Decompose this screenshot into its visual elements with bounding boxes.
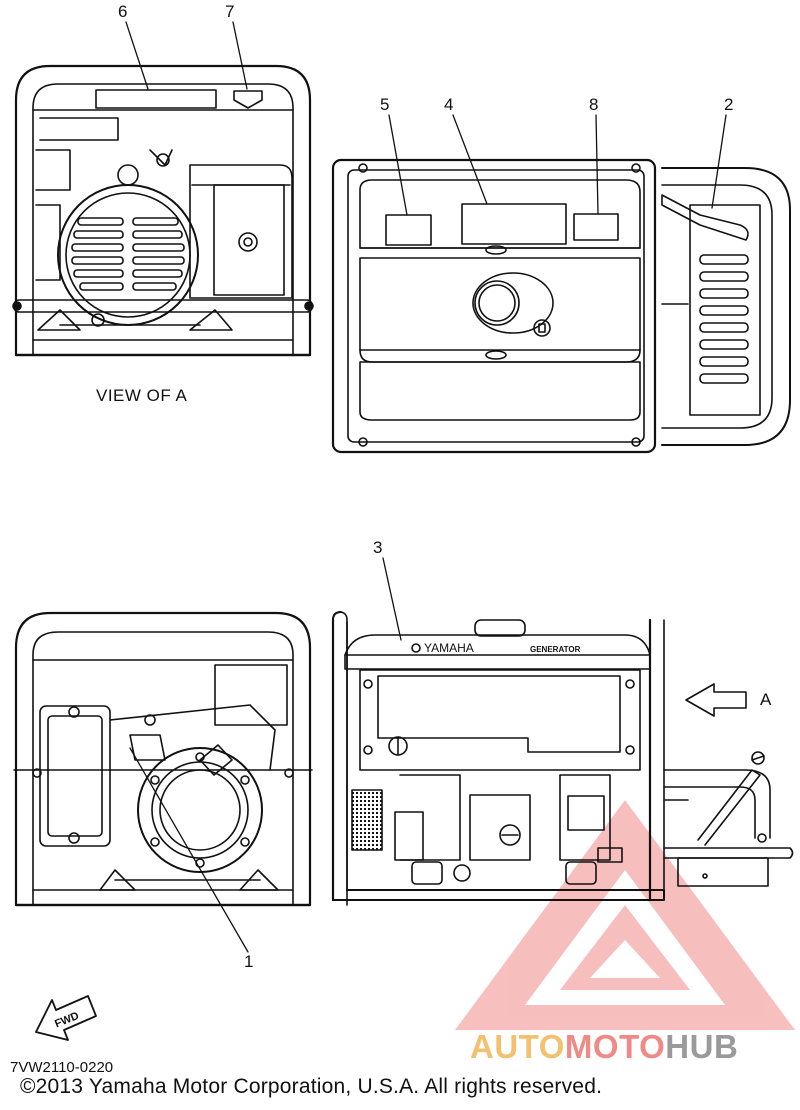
watermark-part-hub: HUB	[665, 1028, 739, 1065]
fwd-arrow	[35, 995, 97, 1041]
callout-8: 8	[589, 95, 599, 114]
fwd-text: FWD	[53, 1010, 81, 1031]
brand-logo-text: YAMAHA	[424, 641, 474, 655]
callout-1: 1	[244, 952, 254, 971]
leader-lines	[125, 21, 727, 953]
watermark-text: AUTOMOTOHUB	[470, 1030, 738, 1063]
panel-text: GENERATOR	[530, 645, 581, 654]
arrow-label: A	[760, 690, 772, 709]
side-view-drawing	[331, 158, 791, 454]
callout-4: 4	[444, 95, 454, 114]
callout-2: 2	[724, 95, 734, 114]
watermark-logo	[455, 800, 795, 1030]
callout-7: 7	[225, 2, 235, 21]
watermark-part-moto: MOTO	[564, 1028, 666, 1065]
view-label: VIEW OF A	[96, 386, 188, 405]
watermark-part-auto: AUTO	[470, 1028, 565, 1065]
callout-6: 6	[118, 2, 128, 21]
yamaha-emblem-icon	[411, 643, 421, 653]
view-of-a-drawing	[12, 64, 314, 357]
callout-3: 3	[373, 538, 383, 557]
copyright-text: ©2013 Yamaha Motor Corporation, U.S.A. A…	[20, 1075, 603, 1098]
rear-view-drawing	[13, 611, 313, 907]
diagram-code: 7VW2110-0220	[10, 1059, 114, 1076]
front-view-drawing	[331, 611, 794, 906]
callout-5: 5	[380, 95, 390, 114]
